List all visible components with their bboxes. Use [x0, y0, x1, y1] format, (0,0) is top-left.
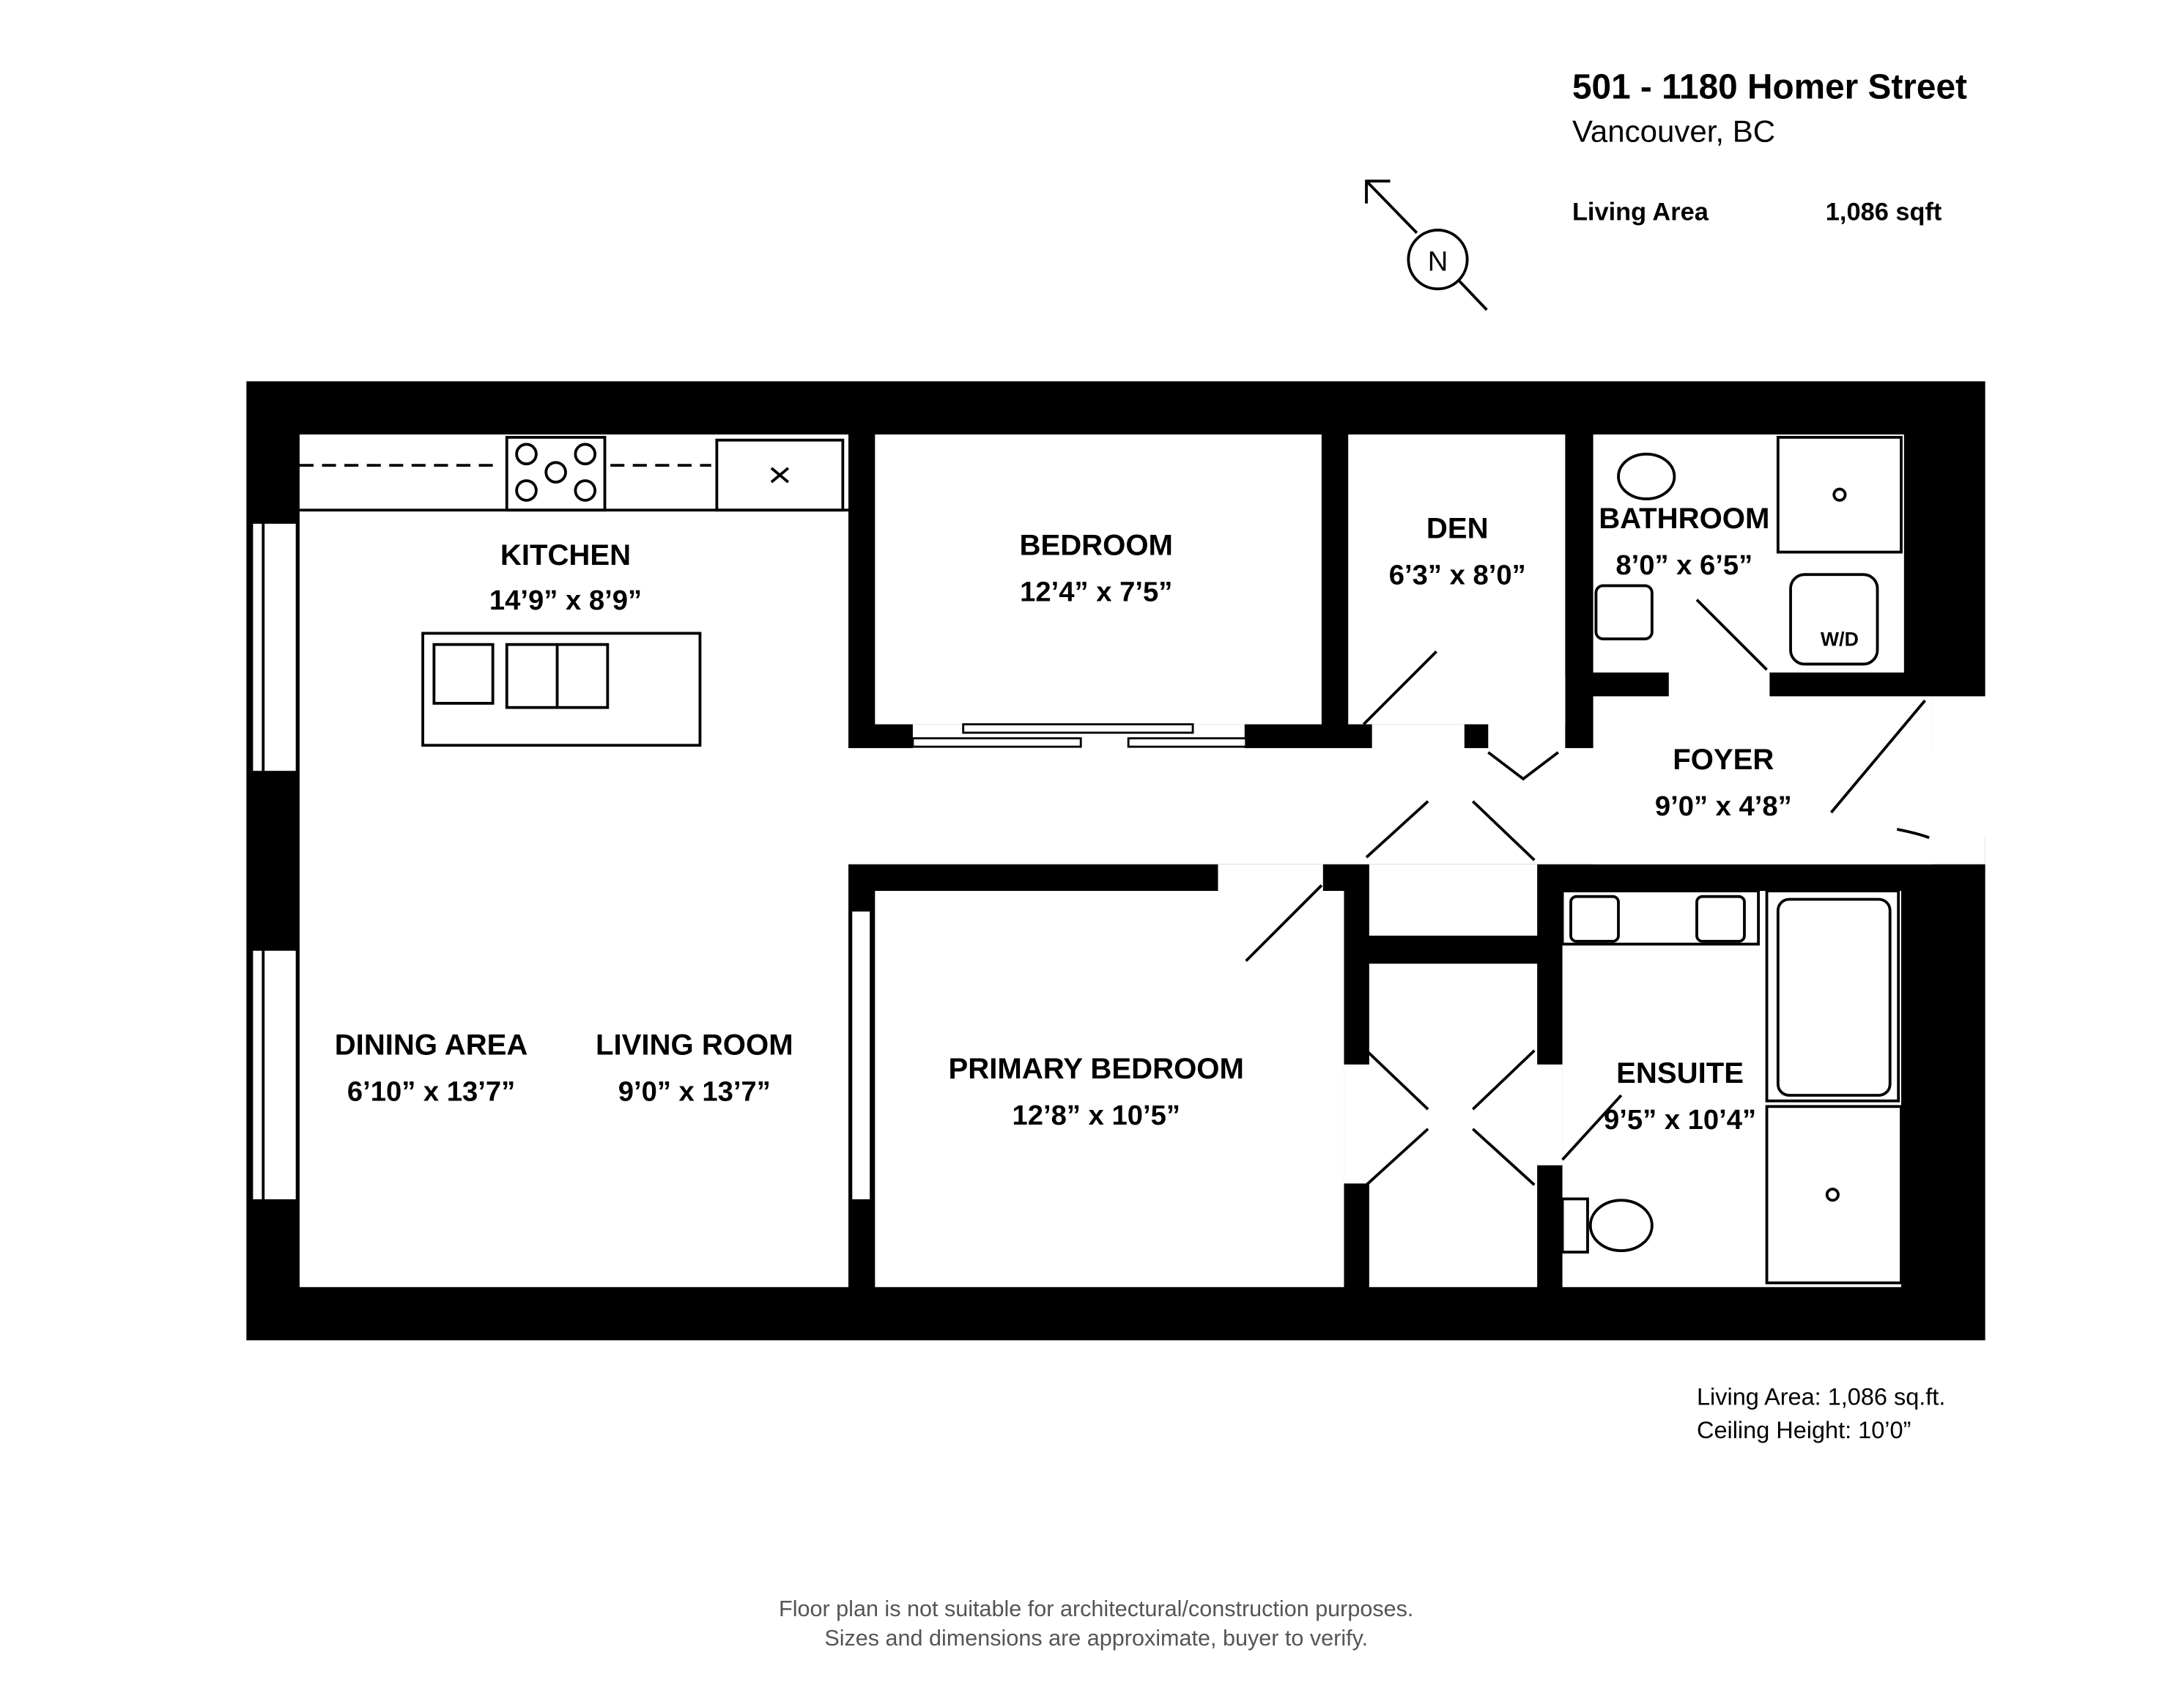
disclaimer-line-1: Floor plan is not suitable for architect…: [779, 1596, 1413, 1621]
room-labels: KITCHEN 14’9” x 8’9” BEDROOM 12’4” x 7’5…: [335, 502, 1792, 1136]
bathtub-icon: [1765, 889, 1900, 1103]
city-subtitle: Vancouver, BC: [1572, 114, 1775, 149]
room-name-foyer: FOYER: [1673, 743, 1774, 776]
room-dims-foyer: 9’0” x 4’8”: [1655, 791, 1792, 822]
ensuite-fixtures: [1561, 889, 1903, 1284]
room-dims-bathroom: 8’0” x 6’5”: [1615, 549, 1752, 581]
room-dims-den: 6’3” x 8’0”: [1389, 560, 1526, 591]
room-dims-dining-area: 6’10” x 13’7”: [347, 1076, 515, 1108]
fridge-icon: [715, 438, 845, 512]
room-dims-kitchen: 14’9” x 8’9”: [489, 585, 642, 616]
summary: Living Area: 1,086 sq.ft. Ceiling Height…: [1697, 1383, 1945, 1443]
header: 501 - 1180 Homer Street Vancouver, BC Li…: [1572, 67, 1967, 226]
disclaimer: Floor plan is not suitable for architect…: [779, 1596, 1413, 1651]
doors: [1245, 599, 1930, 1186]
dishwasher-icon: [432, 643, 495, 705]
ensuite-shower-icon: [1765, 1105, 1903, 1284]
room-name-primary-bedroom: PRIMARY BEDROOM: [949, 1052, 1244, 1085]
compass-label: N: [1428, 245, 1448, 277]
bathroom-toilet-icon: [1617, 452, 1676, 500]
washer-dryer-label: W/D: [1821, 629, 1859, 651]
bathroom-sink-icon: [1594, 584, 1654, 640]
washer-dryer-icon: [1789, 573, 1879, 666]
room-name-den: DEN: [1426, 511, 1489, 544]
kitchen-island: [421, 632, 702, 747]
room-name-living-room: LIVING ROOM: [596, 1029, 793, 1062]
living-area-label: Living Area: [1572, 199, 1709, 226]
address-title: 501 - 1180 Homer Street: [1572, 67, 1967, 106]
summary-ceiling-height: Ceiling Height: 10’0”: [1697, 1417, 1911, 1443]
ensuite-sink-icon: [1569, 895, 1620, 943]
room-name-kitchen: KITCHEN: [500, 538, 631, 571]
stove-icon: [505, 435, 607, 512]
bedroom-closet-doors: [911, 723, 1248, 748]
room-dims-living-room: 9’0” x 13’7”: [618, 1076, 771, 1108]
summary-living-area: Living Area: 1,086 sq.ft.: [1697, 1383, 1945, 1410]
room-dims-primary-bedroom: 12’8” x 10’5”: [1013, 1100, 1180, 1131]
disclaimer-line-2: Sizes and dimensions are approximate, bu…: [824, 1626, 1368, 1651]
room-name-bathroom: BATHROOM: [1599, 502, 1769, 535]
living-area-value: 1,086 sqft: [1826, 199, 1942, 226]
north-compass-icon: N: [1365, 179, 1488, 311]
kitchen-counter: [299, 435, 849, 747]
window: [251, 522, 873, 1202]
room-name-ensuite: ENSUITE: [1616, 1056, 1744, 1089]
room-name-dining-area: DINING AREA: [335, 1029, 528, 1062]
walls: [246, 381, 1988, 1341]
shower-icon: [1776, 435, 1903, 554]
ensuite-toilet-icon: [1588, 1199, 1654, 1253]
ensuite-sink-icon: [1695, 895, 1746, 943]
room-dims-ensuite: 9’5” x 10’4”: [1604, 1104, 1756, 1136]
room-name-bedroom: BEDROOM: [1019, 528, 1172, 561]
room-dims-bedroom: 12’4” x 7’5”: [1020, 576, 1172, 607]
bathroom-fixtures: W/D: [1594, 435, 1903, 666]
